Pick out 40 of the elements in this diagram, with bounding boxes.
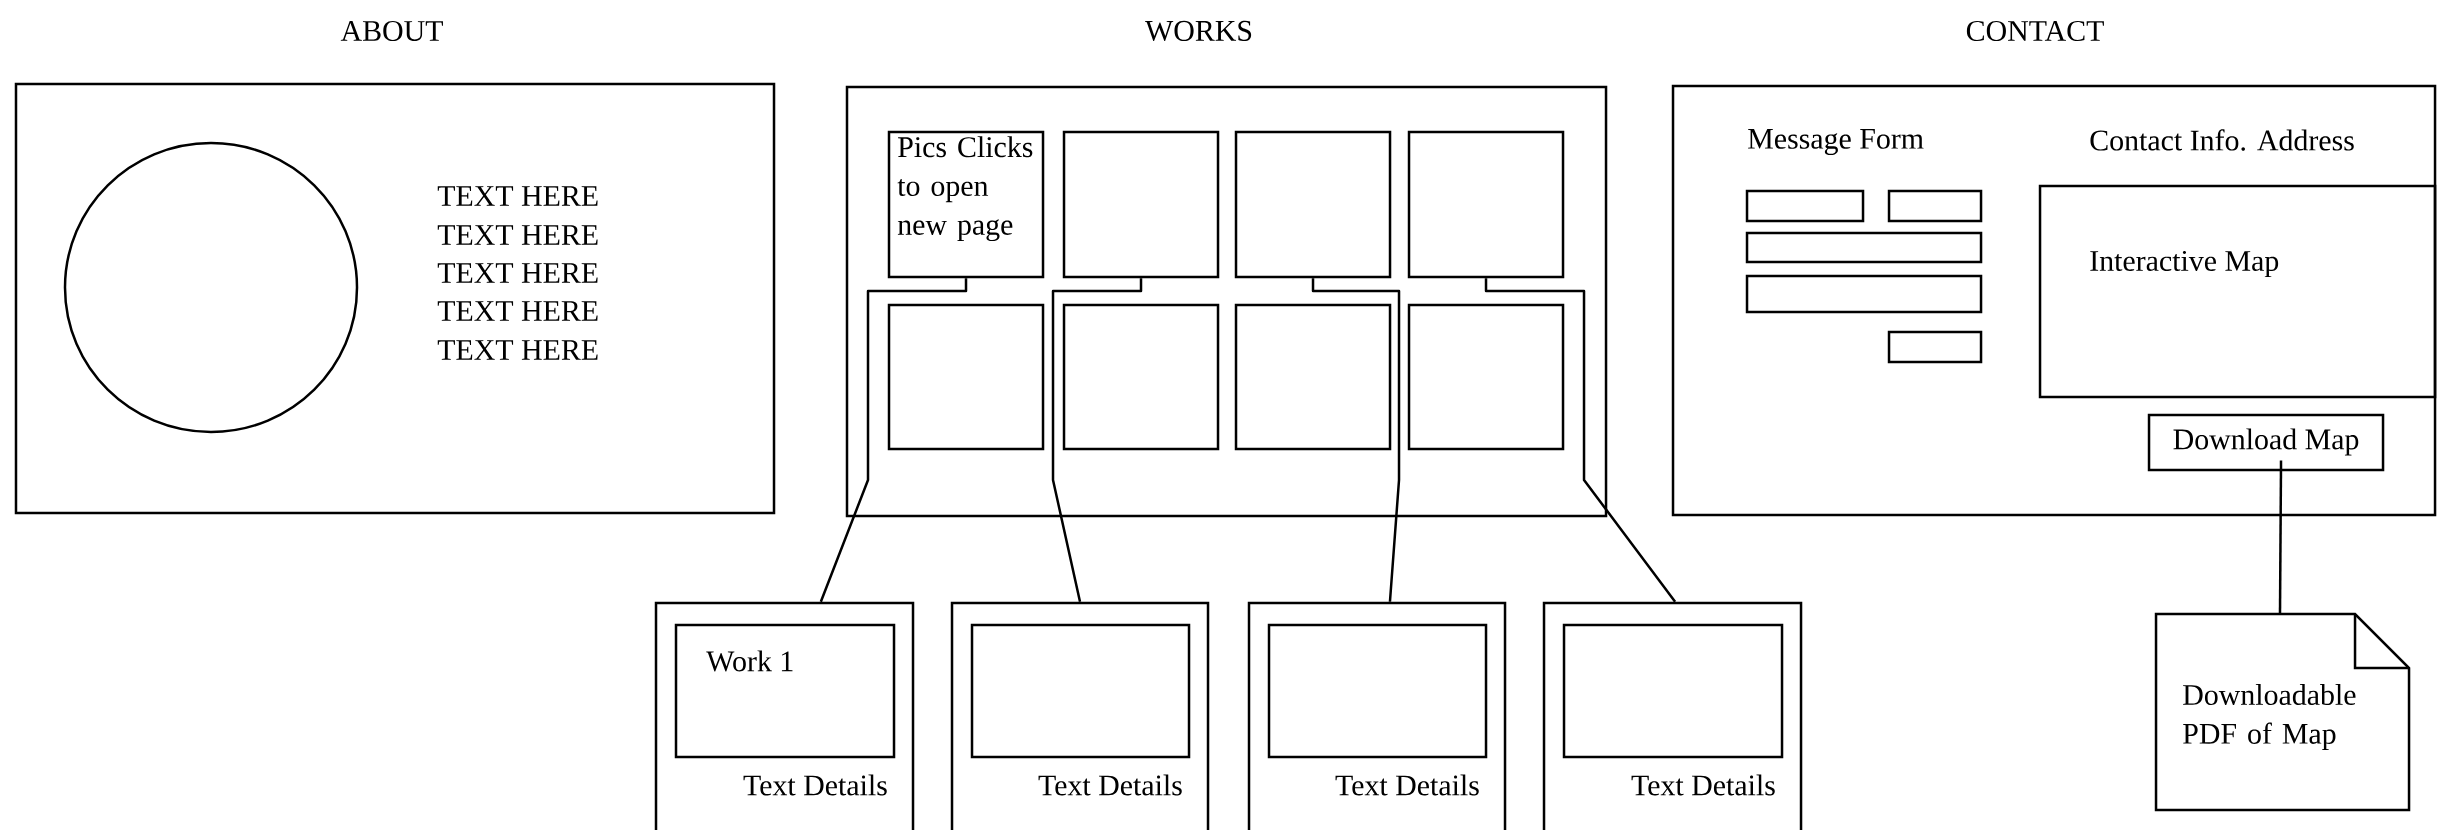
connector-line (1484, 278, 1677, 603)
connector-line (2278, 460, 2283, 614)
placeholder-box (1745, 231, 1983, 264)
connector-line (819, 278, 968, 603)
placeholder-box (1745, 189, 1865, 223)
placeholder-box (970, 623, 1191, 759)
placeholder-box (1062, 303, 1220, 451)
text-details: Text Details (1038, 774, 1182, 796)
pdf-document: Downloadable PDF of Map (2154, 612, 2411, 812)
text-details: Text Details (1335, 774, 1479, 796)
photo-circle (63, 141, 359, 434)
thumbnail-box: Work 1 (674, 623, 896, 759)
placeholder-box (1745, 274, 1983, 314)
connector-line (1311, 278, 1401, 602)
placeholder-box (1234, 130, 1392, 279)
placeholder-box (1562, 623, 1784, 759)
text-details: Text Details (743, 774, 887, 796)
section-heading: WORKS (1145, 20, 1252, 42)
text-details: Text Details (1631, 774, 1775, 796)
placeholder-box (1887, 330, 1983, 364)
map-area: Interactive Map (2038, 184, 2437, 399)
thumbnail-box: Pics Clicks to open new page (887, 130, 1045, 279)
placeholder-box (1062, 130, 1220, 279)
placeholder-box (1407, 303, 1565, 451)
connector-line (1051, 278, 1143, 603)
placeholder-text: TEXT HERE (437, 225, 598, 245)
placeholder-text: TEXT HERE (437, 263, 598, 283)
placeholder-text: TEXT HERE (437, 340, 598, 360)
address-heading: Contact Info. Address (2090, 129, 2354, 151)
placeholder-text: TEXT HERE (437, 301, 598, 321)
placeholder-box (1407, 130, 1565, 279)
section-heading: ABOUT (340, 20, 443, 42)
form-heading: Message Form (1748, 129, 1924, 155)
placeholder-box (1267, 623, 1488, 759)
placeholder-text: TEXT HERE (437, 186, 598, 206)
section-heading: CONTACT (1966, 20, 2104, 42)
placeholder-box (887, 303, 1045, 451)
download-button: Download Map (2147, 413, 2385, 472)
placeholder-box (1234, 303, 1392, 451)
placeholder-box (1887, 189, 1983, 223)
